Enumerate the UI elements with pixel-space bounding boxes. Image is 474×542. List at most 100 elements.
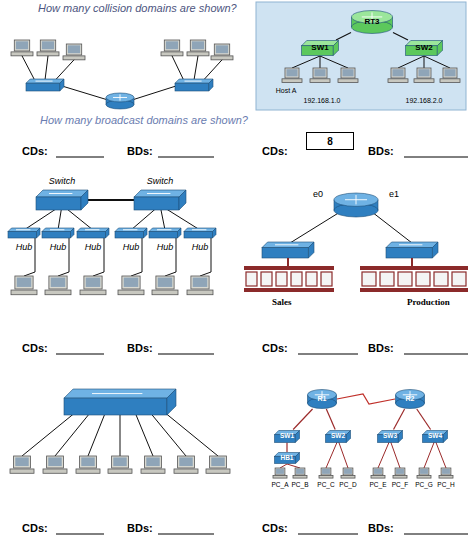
pc-monitor (210, 456, 227, 468)
network-cable (200, 272, 211, 276)
answer-line (404, 534, 468, 535)
pc-base (310, 79, 330, 83)
pc-screen (17, 278, 32, 287)
pc-screen (322, 469, 330, 474)
hub-icon-front (26, 83, 60, 91)
network-cable (88, 412, 106, 456)
pc-base (108, 469, 132, 473)
switch-shape (326, 430, 351, 442)
network-cable (424, 56, 450, 68)
switch-icon (134, 190, 186, 210)
switch-node: SW2 (325, 430, 351, 443)
pc-screen (442, 469, 450, 474)
department-label: Sales (272, 298, 292, 308)
pc-base (80, 290, 106, 295)
pc-screen (314, 69, 325, 76)
host-name: PC_G (415, 481, 433, 488)
network-cable (142, 236, 143, 272)
hub-node: HB1 (274, 452, 300, 464)
hub-icon (8, 228, 40, 238)
pc-screen (113, 457, 126, 466)
network-link (326, 409, 335, 430)
hub-icon-top (77, 228, 109, 232)
switch-icon-side (432, 242, 438, 258)
pc-monitor (190, 40, 205, 51)
pc-monitor (313, 68, 327, 78)
pc-icon (11, 276, 37, 295)
pc-icon (371, 468, 385, 478)
pc-screen (68, 45, 80, 53)
pc-icon (310, 68, 330, 82)
device-name: HB1 (280, 454, 293, 461)
network-cable (390, 440, 400, 468)
switch-node: SW1 (301, 40, 339, 56)
pc-monitor (321, 468, 331, 475)
pc-base (388, 79, 408, 83)
workstation (434, 272, 448, 286)
pc-icon (37, 40, 59, 56)
answer-line (404, 354, 468, 355)
pc-screen (286, 69, 297, 76)
pc-monitor (40, 40, 55, 51)
pc-icon (174, 456, 198, 473)
workstation (306, 272, 317, 286)
pc-base (43, 469, 67, 473)
device-name: SW4 (428, 432, 442, 439)
answer-prompt: CDs: (262, 342, 288, 354)
switch-shape (423, 430, 448, 442)
pc-monitor (122, 276, 140, 289)
workstation (291, 272, 302, 286)
network-cable (104, 236, 105, 272)
workstation (261, 272, 272, 286)
arrow-mark (275, 244, 298, 245)
device-label: Switch (147, 177, 174, 187)
network-cable (398, 56, 424, 68)
pc-icon (338, 68, 358, 82)
arrow-mark (147, 193, 170, 194)
device-name: SW2 (331, 432, 345, 439)
pc-screen (344, 469, 352, 474)
hub-icon (175, 79, 213, 91)
device-name: SW3 (383, 432, 397, 439)
hub-icon (184, 228, 216, 238)
pc-screen (444, 69, 455, 76)
panel-6 (273, 440, 453, 478)
hub-icon (26, 79, 64, 91)
network-cable (378, 440, 390, 468)
pc-screen (158, 278, 173, 287)
host-name: PC_B (292, 481, 309, 488)
device-label: Hub (50, 243, 67, 253)
pc-icon (63, 44, 85, 60)
device-name: SW2 (415, 44, 432, 53)
lan-segment (244, 288, 334, 292)
hub-icon (115, 228, 147, 238)
workstation (398, 272, 412, 286)
hub-icon (42, 228, 74, 238)
answer-line (56, 534, 104, 535)
network-cable (338, 440, 348, 468)
pc-icon (80, 276, 106, 295)
answer-prompt: BDs: (127, 145, 153, 157)
network-cable (194, 56, 198, 80)
device-label: Hub (123, 243, 140, 253)
pc-screen (179, 457, 192, 466)
hub-icon-top (8, 228, 40, 232)
answer-prompt: BDs: (368, 145, 394, 157)
answer-prompt: CDs: (262, 145, 288, 157)
pc-base (76, 469, 100, 473)
pc-icon (273, 468, 287, 478)
pc-base (63, 56, 85, 60)
network-cable (35, 236, 36, 272)
router-node: R1 (307, 389, 337, 409)
network-address: 192.168.2.0 (406, 97, 443, 105)
pc-icon (341, 468, 355, 478)
arrow-mark (92, 393, 142, 394)
workstation (321, 272, 332, 286)
arrow-mark (36, 81, 53, 82)
pc-icon (43, 456, 67, 473)
lan-segment (360, 288, 468, 292)
interface-label: e0 (313, 190, 323, 200)
pc-base (338, 79, 358, 83)
